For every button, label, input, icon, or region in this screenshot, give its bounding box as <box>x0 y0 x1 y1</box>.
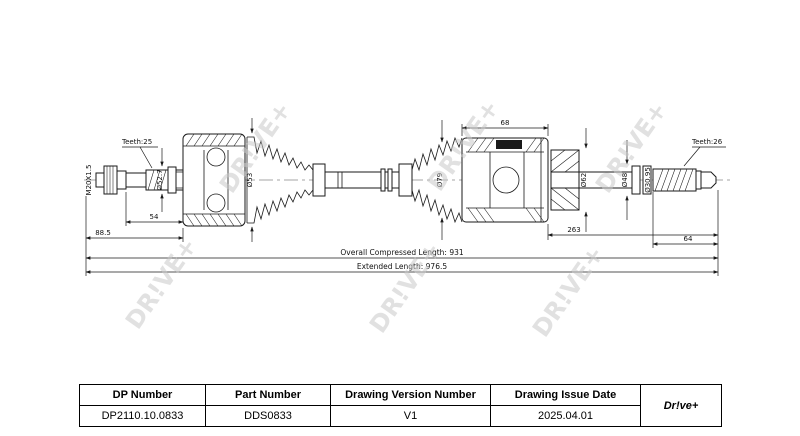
brand-logo: Dr!ve+ <box>640 384 722 427</box>
dia-boot-left-label: Ø53 <box>246 173 254 187</box>
teeth-right-label: Teeth:26 <box>691 138 723 146</box>
dia-bearing-right-label: Ø62 <box>580 173 588 187</box>
value-issue-date: 2025.04.01 <box>490 405 641 427</box>
right-spline-end <box>652 168 717 192</box>
axle-technical-drawing: Teeth:25 Teeth:26 M20X1.5 Ø52.7 Ø53 Ø79 … <box>84 95 732 343</box>
tripod-roller <box>492 166 520 194</box>
header-dp-number: DP Number <box>79 384 206 406</box>
boot-clamp-right <box>398 163 413 197</box>
dia-spline-right-label: Ø30.95 <box>644 167 652 193</box>
header-part-number: Part Number <box>205 384 331 406</box>
dim-64: 64 <box>684 235 693 243</box>
left-cv-joint <box>182 133 246 227</box>
header-drawing-version: Drawing Version Number <box>330 384 491 406</box>
dim-88-5: 88.5 <box>95 229 111 237</box>
right-boot <box>398 136 463 224</box>
watermark-text: DR!VE+ <box>527 241 610 343</box>
header-issue-date: Drawing Issue Date <box>490 384 641 406</box>
thread-spec-label: M20X1.5 <box>85 165 93 196</box>
dim-263: 263 <box>567 226 580 234</box>
dim-overall-compressed: Overall Compressed Length: 931 <box>340 248 464 257</box>
watermark-text: DR!VE+ <box>120 233 203 335</box>
boot-clamp-left <box>312 163 326 197</box>
bearing-ball-bottom <box>206 193 226 213</box>
dia-ring-right-label: Ø48 <box>621 173 629 187</box>
dim-extended: Extended Length: 976.5 <box>357 262 447 271</box>
intermediate-shaft <box>324 168 400 192</box>
right-cv-joint <box>461 137 549 223</box>
bearing-ball-top <box>206 147 226 167</box>
right-bearing-ring <box>550 149 580 211</box>
dim-54: 54 <box>150 213 159 221</box>
grease-cap <box>496 140 522 149</box>
teeth-left-label: Teeth:25 <box>121 138 152 146</box>
left-boot <box>246 136 326 224</box>
value-part-number: DDS0833 <box>205 405 331 427</box>
title-block: DP Number Part Number Drawing Version Nu… <box>79 384 722 427</box>
dia-spline-left-label: Ø52.7 <box>156 169 164 190</box>
dia-boot-right-label: Ø79 <box>436 173 444 187</box>
dimensions: Teeth:25 Teeth:26 M20X1.5 Ø52.7 Ø53 Ø79 … <box>85 118 726 276</box>
right-shaft <box>578 165 652 195</box>
value-drawing-version: V1 <box>330 405 491 427</box>
value-dp-number: DP2110.10.0833 <box>79 405 206 427</box>
dim-68: 68 <box>501 119 510 127</box>
